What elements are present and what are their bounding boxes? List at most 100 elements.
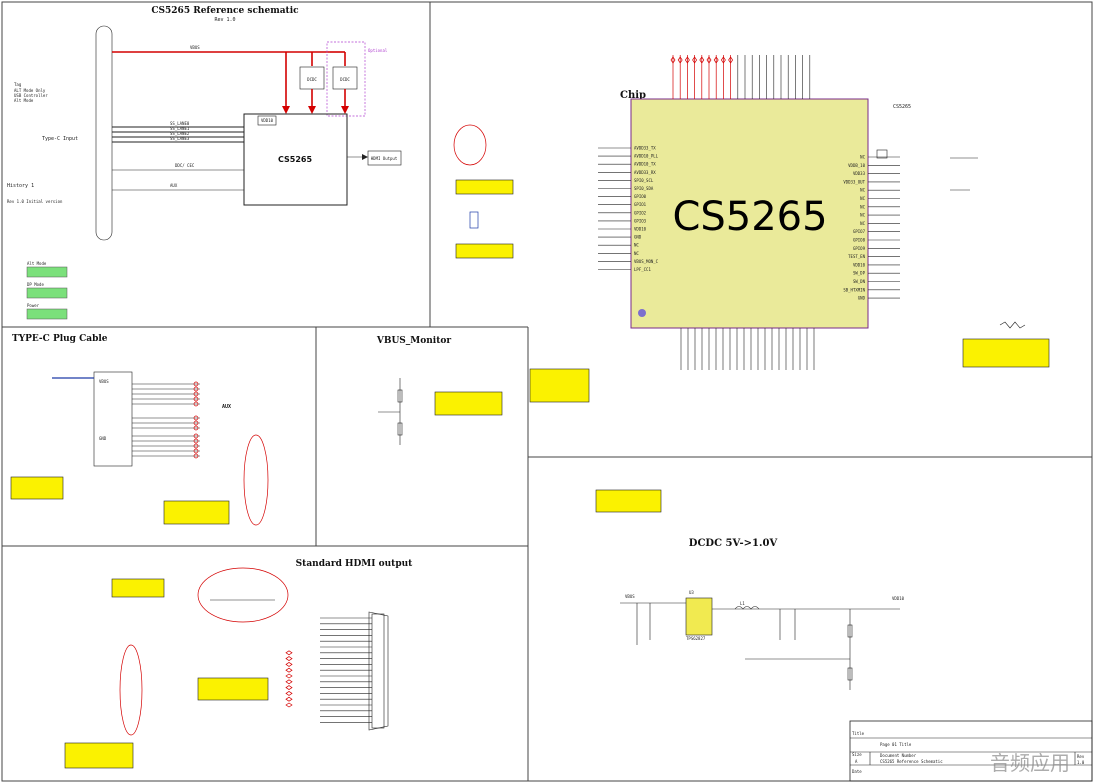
chip-left-pin: GPIO1 — [634, 202, 647, 207]
svg-text:VBUS: VBUS — [625, 594, 635, 599]
hdmi-note-3 — [64, 742, 134, 769]
chip-left-pin: AVDD10_PLL — [634, 154, 659, 159]
doc-number: CS5265 Reference Schematic — [880, 759, 943, 764]
svg-text:DP Mode: DP Mode — [27, 282, 44, 287]
cs5265-block — [243, 113, 348, 206]
chip-note-2 — [455, 243, 514, 259]
hdmi-output-box — [367, 150, 402, 166]
svg-text:U3: U3 — [689, 590, 694, 595]
cs5265-block-label: CS5265 — [278, 155, 312, 164]
chip-right-pin: VDD10 — [853, 262, 866, 267]
chip-right-pin: VDDB_10 — [848, 163, 865, 168]
watermark: 音频应用 — [990, 751, 1070, 775]
svg-text:USB Controller: USB Controller — [14, 93, 48, 98]
chip-left-pin: VBUS_MON_C — [634, 259, 659, 264]
chip-left-pin: VDD10 — [634, 227, 647, 232]
svg-text:Alt Mode: Alt Mode — [27, 261, 47, 266]
chip-note-3 — [529, 368, 590, 403]
svg-text:Document Number: Document Number — [880, 753, 917, 758]
chip-right-pin: SW_DN — [853, 279, 866, 284]
chip-left-pin: NC — [634, 251, 639, 256]
cc-highlight — [243, 434, 269, 526]
svg-text:Rev: Rev — [1077, 754, 1085, 759]
chip-left-pin: AVDD10_TX — [634, 162, 656, 167]
typec-input-label: Type-C Input — [42, 136, 78, 142]
chip-right-pin: GPIO9 — [853, 246, 866, 251]
chip-left-pin: SPI0_SCL — [634, 178, 654, 183]
dcdc-ic — [685, 597, 713, 636]
svg-text:Optional: Optional — [368, 48, 388, 53]
svg-text:A: A — [855, 759, 858, 764]
dcdc-note — [595, 489, 662, 513]
svg-text:VBUS: VBUS — [99, 379, 109, 384]
typec-plug-title: TYPE-C Plug Cable — [12, 334, 108, 344]
chip-right-pin: NC — [860, 196, 865, 201]
typec-plug-connector — [93, 371, 133, 467]
crystal-highlight — [453, 124, 487, 166]
chip-right-pin: NC — [860, 213, 865, 218]
typec-note-2 — [163, 500, 230, 525]
chip-left-pin: GPIO0 — [634, 194, 647, 199]
optional-region — [326, 41, 366, 117]
chip-right-pin: GPIO7 — [853, 229, 866, 234]
chip-right-pin: GND — [858, 296, 866, 301]
svg-text:TPS62827: TPS62827 — [686, 636, 706, 641]
vbus-net-label: VBUS — [190, 45, 200, 50]
chip-right-pin: VDD33_OUT — [843, 179, 865, 184]
svg-text:DDC/ CEC: DDC/ CEC — [175, 163, 195, 168]
history-note: Rev 1.0 Initial version — [7, 199, 63, 204]
chip-name: CS5265 — [672, 194, 827, 240]
hdmi-connector — [368, 611, 389, 731]
chip-right-pin: SW_DP — [853, 271, 866, 276]
chip-right-pin: GPIO8 — [853, 238, 866, 243]
chip-left-pin: NC — [634, 243, 639, 248]
typec-connector-block — [95, 25, 113, 241]
sheet-title: CS5265 Reference schematic — [151, 6, 299, 16]
svg-text:1.0: 1.0 — [1077, 760, 1085, 765]
sheet-rev: Rev 1.0 — [214, 17, 235, 23]
svg-text:L1: L1 — [740, 601, 745, 606]
svg-text:SS_LANE1: SS_LANE1 — [170, 126, 190, 131]
chip-note-1 — [455, 179, 514, 195]
aux-label: AUX — [222, 404, 231, 410]
svg-text:SS_LANE3: SS_LANE3 — [170, 136, 190, 141]
chip-left-pin: AVDD33_TX — [634, 146, 656, 151]
chip-left-pin: LPF_CC1 — [634, 267, 651, 272]
chip-right-pin: TEST_EN — [848, 254, 865, 259]
typec-note-1 — [10, 476, 64, 500]
history-label: History 1 — [7, 183, 34, 189]
hdmi-note-1 — [111, 578, 165, 598]
chip-right-pin: NC — [860, 155, 865, 160]
svg-text:DCDC: DCDC — [340, 77, 350, 82]
hdmi-section-title: Standard HDMI output — [296, 559, 413, 569]
hdmi-highlight-2 — [119, 644, 143, 736]
chip-right-pin: VDD33 — [853, 171, 866, 176]
svg-text:Tag: Tag — [14, 82, 22, 87]
svg-text:Alt Mode: Alt Mode — [14, 98, 34, 103]
chip-note-4 — [962, 338, 1050, 368]
dcdc-section-title: DCDC 5V->1.0V — [689, 538, 778, 549]
svg-text:VDD10: VDD10 — [892, 596, 905, 601]
svg-text:AUX: AUX — [170, 183, 178, 188]
svg-text:HDMI Output: HDMI Output — [371, 156, 398, 161]
svg-text:Date: Date — [852, 769, 862, 774]
chip-left-pin: AVDD33_RX — [634, 170, 656, 175]
svg-text:SS_LANE2: SS_LANE2 — [170, 131, 190, 136]
chip-part-label: CS5265 — [893, 104, 911, 110]
vbus-monitor-note — [434, 391, 503, 416]
chip-right-pin: NC — [860, 188, 865, 193]
svg-text:ALT Mode Only: ALT Mode Only — [14, 88, 46, 93]
vbus-monitor-title: VBUS_Monitor — [376, 336, 452, 346]
svg-text:Title: Title — [852, 731, 865, 736]
hdmi-highlight-1 — [197, 567, 289, 623]
chip-section-title: Chip — [620, 90, 646, 101]
chip-left-pin: GPIO3 — [634, 218, 647, 223]
title-block — [849, 720, 1093, 782]
svg-text:VDD10: VDD10 — [261, 118, 274, 123]
svg-text:Power: Power — [27, 303, 40, 308]
chip-left-pin: GPIO2 — [634, 210, 647, 215]
chip-right-pin: NC — [860, 221, 865, 226]
chip-left-pin: GND — [634, 235, 642, 240]
